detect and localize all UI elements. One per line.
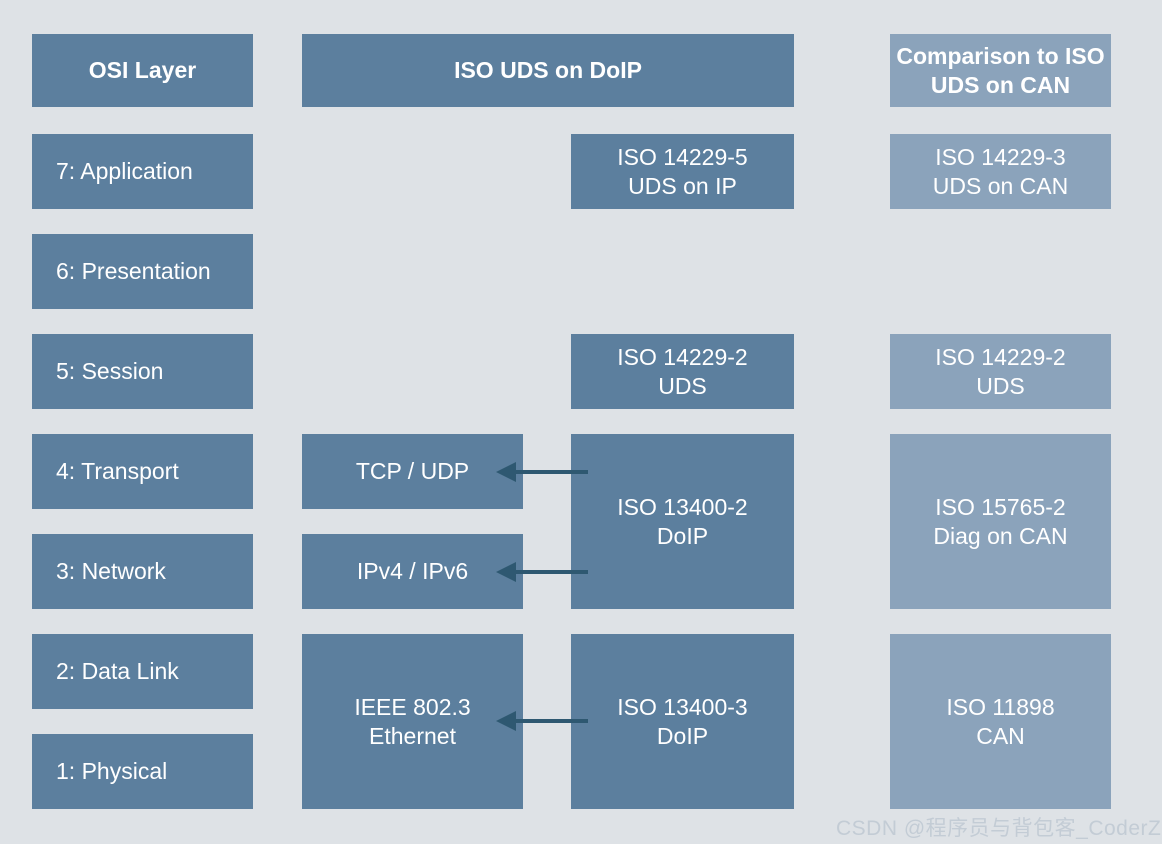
osi-layer-2-data-link: 2: Data Link bbox=[32, 634, 253, 709]
protocol-box-ieee-802-3-ethernet: IEEE 802.3 Ethernet bbox=[302, 634, 523, 809]
doip-box-iso-14229-5-uds-on-ip: ISO 14229-5 UDS on IP bbox=[571, 134, 794, 209]
can-box-iso-14229-2-uds: ISO 14229-2 UDS bbox=[890, 334, 1111, 409]
doip-box-iso-13400-2-doip: ISO 13400-2 DoIP bbox=[571, 434, 794, 609]
protocol-box-ipv4-ipv6: IPv4 / IPv6 bbox=[302, 534, 523, 609]
arrow-shaft bbox=[514, 719, 588, 723]
protocol-box-tcp-udp: TCP / UDP bbox=[302, 434, 523, 509]
arrowhead-left-icon bbox=[496, 462, 516, 482]
osi-layer-3-network: 3: Network bbox=[32, 534, 253, 609]
column-header-osi-layer: OSI Layer bbox=[32, 34, 253, 107]
arrow-shaft bbox=[514, 570, 588, 574]
arrowhead-left-icon bbox=[496, 711, 516, 731]
can-box-iso-15765-2-diag-on-can: ISO 15765-2 Diag on CAN bbox=[890, 434, 1111, 609]
osi-layer-1-physical: 1: Physical bbox=[32, 734, 253, 809]
osi-layer-6-presentation: 6: Presentation bbox=[32, 234, 253, 309]
arrow-shaft bbox=[514, 470, 588, 474]
osi-layer-7-application: 7: Application bbox=[32, 134, 253, 209]
can-box-iso-11898-can: ISO 11898 CAN bbox=[890, 634, 1111, 809]
doip-box-iso-14229-2-uds: ISO 14229-2 UDS bbox=[571, 334, 794, 409]
column-header-comparison-to-iso-uds-on-can: Comparison to ISO UDS on CAN bbox=[890, 34, 1111, 107]
can-box-iso-14229-3-uds-on-can: ISO 14229-3 UDS on CAN bbox=[890, 134, 1111, 209]
osi-layer-4-transport: 4: Transport bbox=[32, 434, 253, 509]
doip-box-iso-13400-3-doip: ISO 13400-3 DoIP bbox=[571, 634, 794, 809]
arrowhead-left-icon bbox=[496, 562, 516, 582]
column-header-iso-uds-on-doip: ISO UDS on DoIP bbox=[302, 34, 794, 107]
osi-layer-5-session: 5: Session bbox=[32, 334, 253, 409]
watermark-text: CSDN @程序员与背包客_CoderZ bbox=[836, 817, 1162, 840]
